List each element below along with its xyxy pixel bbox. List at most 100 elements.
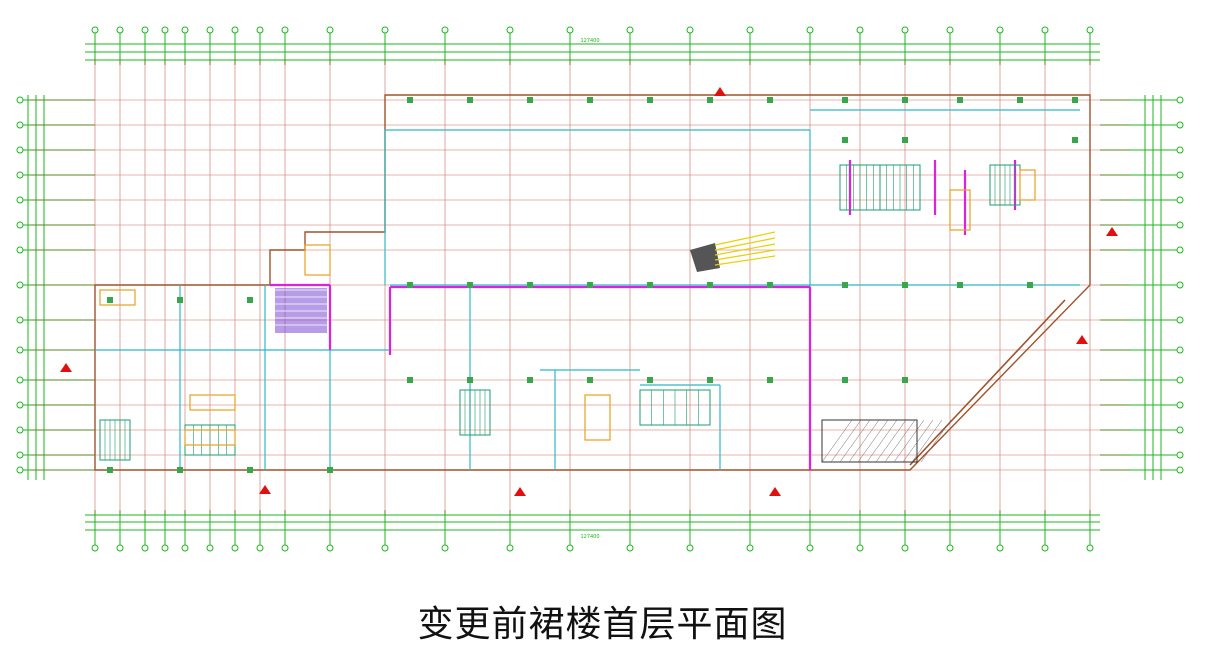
- ramp: [690, 231, 776, 272]
- structural-column: [407, 282, 413, 288]
- bottom-axis-bubble: [161, 544, 169, 552]
- floor-plan-drawing: 127400 127400: [16, 26, 1184, 552]
- bottom-axis-bubble: [856, 544, 864, 552]
- bottom-axis-bubble: [1086, 544, 1094, 552]
- right-axis-bubble: [1176, 96, 1184, 104]
- top-axis-bubble: [996, 26, 1004, 34]
- right-axis-bubble: [1176, 146, 1184, 154]
- bottom-axis-bubble: [181, 544, 189, 552]
- hatch-line: [857, 419, 889, 463]
- stair-block: [99, 419, 131, 461]
- structural-column: [587, 97, 593, 103]
- right-axis-bubble: [1176, 376, 1184, 384]
- top-axis-bubble: [686, 26, 694, 34]
- top-axis-bubble: [1086, 26, 1094, 34]
- left-axis-bubble: [16, 426, 24, 434]
- structural-column: [957, 97, 963, 103]
- structural-column: [842, 377, 848, 383]
- fixture-group: [99, 289, 136, 306]
- entrance-marker: [769, 487, 781, 496]
- hatch-line: [839, 419, 871, 463]
- top-axis-bubble: [806, 26, 814, 34]
- top-axis-bubble: [381, 26, 389, 34]
- structural-column: [107, 467, 113, 473]
- left-axis-bubble: [16, 346, 24, 354]
- structural-column: [647, 377, 653, 383]
- structural-column: [767, 377, 773, 383]
- structural-column: [647, 97, 653, 103]
- top-axis-bubble: [161, 26, 169, 34]
- left-axis-bubble: [16, 171, 24, 179]
- structural-column: [902, 137, 908, 143]
- left-axis-bubble: [16, 246, 24, 254]
- left-axis-bubble: [16, 121, 24, 129]
- ramp-line: [714, 231, 776, 246]
- top-axis-bubble: [141, 26, 149, 34]
- right-axis-bubble: [1176, 281, 1184, 289]
- right-axis-bubble: [1176, 121, 1184, 129]
- stair-block: [879, 164, 921, 211]
- right-axis-bubble: [1176, 196, 1184, 204]
- stair-block: [839, 164, 881, 211]
- bottom-axis-bubble: [996, 544, 1004, 552]
- structural-column: [767, 97, 773, 103]
- structural-column: [407, 377, 413, 383]
- top-axis-bubble: [231, 26, 239, 34]
- structural-column: [707, 97, 713, 103]
- top-axis-bubble: [946, 26, 954, 34]
- left-axis-bubble: [16, 466, 24, 474]
- bottom-axis-bubble: [946, 544, 954, 552]
- right-axis-bubble: [1176, 171, 1184, 179]
- structural-column: [177, 297, 183, 303]
- right-axis-bubble: [1176, 401, 1184, 409]
- stair-block: [459, 389, 491, 436]
- structural-column: [707, 282, 713, 288]
- stair-block: [639, 389, 711, 426]
- entrance-markers: [60, 87, 1118, 496]
- right-axis-bubble: [1176, 221, 1184, 229]
- bottom-axis-bubble: [231, 544, 239, 552]
- top-axis-bubble: [901, 26, 909, 34]
- structural-column: [707, 377, 713, 383]
- structural-column: [842, 97, 848, 103]
- bottom-axis-bubble: [806, 544, 814, 552]
- structural-column: [767, 282, 773, 288]
- bottom-axis-bubble: [256, 544, 264, 552]
- diagonal-wall: [909, 299, 1066, 466]
- structural-column: [527, 97, 533, 103]
- right-axis-bubble: [1176, 346, 1184, 354]
- ramp-line: [714, 237, 776, 251]
- left-axis-bubble: [16, 316, 24, 324]
- purple-room: [275, 288, 327, 333]
- top-axis-bubble: [566, 26, 574, 34]
- structural-column: [1072, 137, 1078, 143]
- structural-column: [327, 467, 333, 473]
- structural-column: [1017, 97, 1023, 103]
- left-axis-bubble: [16, 96, 24, 104]
- structural-column: [1072, 97, 1078, 103]
- top-axis-bubble: [326, 26, 334, 34]
- top-axis-bubble: [626, 26, 634, 34]
- structural-column: [177, 467, 183, 473]
- fixture-group: [189, 394, 236, 411]
- top-overall-dimension: 127400: [580, 38, 599, 44]
- structural-column: [647, 282, 653, 288]
- bottom-axis-bubble: [381, 544, 389, 552]
- structural-column: [467, 377, 473, 383]
- hatch-line: [884, 419, 916, 463]
- interior-features: [99, 97, 1078, 473]
- building-outline: [94, 94, 1091, 471]
- structural-column: [467, 282, 473, 288]
- bottom-axis-bubble: [686, 544, 694, 552]
- structural-column: [107, 297, 113, 303]
- top-axis-bubble: [91, 26, 99, 34]
- structural-column: [842, 137, 848, 143]
- left-axis-bubble: [16, 146, 24, 154]
- left-axis-bubble: [16, 196, 24, 204]
- right-axis-bubble: [1176, 246, 1184, 254]
- structural-column: [247, 297, 253, 303]
- left-axis-bubble: [16, 376, 24, 384]
- left-axis-bubble: [16, 221, 24, 229]
- structural-column: [247, 467, 253, 473]
- bottom-axis-bubble: [746, 544, 754, 552]
